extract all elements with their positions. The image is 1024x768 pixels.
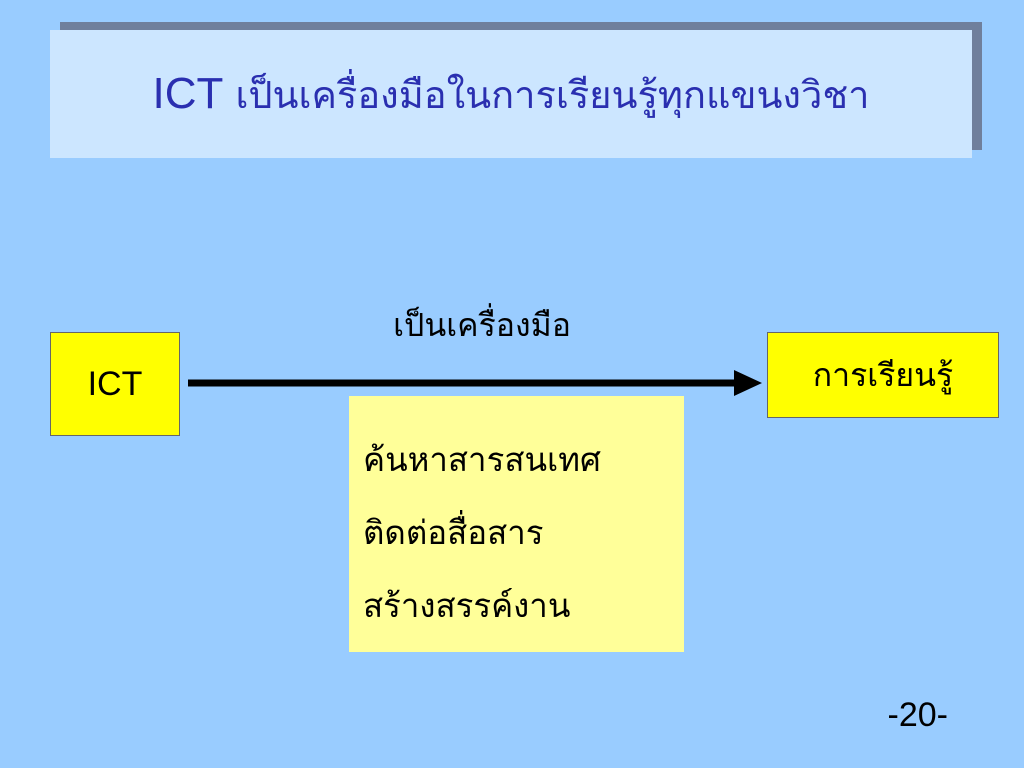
list-item: สร้างสรรค์งาน	[363, 586, 571, 625]
title-thai: เป็นเครื่องมือในการเรียนรู้ทุกแขนงวิชา	[235, 72, 870, 117]
title-latin: ICT	[152, 69, 224, 118]
list-item: ค้นหาสารสนเทศ	[363, 440, 601, 479]
edge-label: เป็นเครื่องมือ	[393, 306, 571, 344]
ict-node-label: ICT	[87, 364, 143, 403]
learning-node: การเรียนรู้	[767, 332, 999, 418]
list-item: ติดต่อสื่อสาร	[363, 513, 544, 552]
slide-title: ICT เป็นเครื่องมือในการเรียนรู้ทุกแขนงวิ…	[50, 30, 972, 158]
arrow-connector	[188, 370, 762, 396]
page-number: -20-	[887, 696, 948, 734]
uses-list: ค้นหาสารสนเทศ ติดต่อสื่อสาร สร้างสรรค์งา…	[349, 396, 684, 652]
ict-node: ICT	[50, 332, 180, 436]
arrow-head	[734, 370, 762, 396]
learning-node-label: การเรียนรู้	[812, 355, 954, 394]
